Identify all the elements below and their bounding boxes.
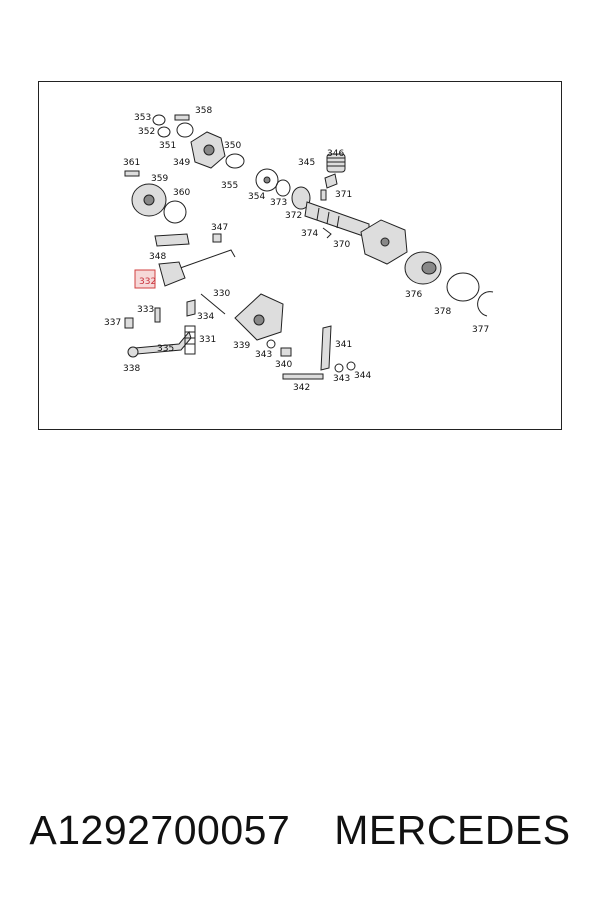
label-346: 346	[327, 149, 344, 159]
label-373: 373	[270, 198, 287, 208]
part-342-bolt	[282, 373, 324, 380]
label-337: 337	[104, 318, 121, 328]
part-332-lever	[158, 261, 186, 287]
label-354: 354	[248, 192, 265, 202]
label-347: 347	[211, 223, 228, 233]
label-358: 358	[195, 106, 212, 116]
part-352-washer	[157, 126, 171, 138]
label-335: 335	[157, 344, 174, 354]
part-333	[154, 307, 161, 323]
label-361: 361	[123, 158, 140, 168]
part-378-ring	[446, 272, 480, 302]
part-331-spring	[184, 325, 196, 355]
label-343-b: 343	[333, 374, 350, 384]
label-333: 333	[137, 305, 154, 315]
label-339: 339	[233, 341, 250, 351]
part-number: A1292700057	[29, 806, 291, 853]
part-350-ring	[225, 153, 245, 169]
part-354-disc	[255, 168, 279, 192]
part-374-clip	[322, 227, 332, 239]
label-370: 370	[333, 240, 350, 250]
label-359: 359	[151, 174, 168, 184]
label-343: 343	[255, 350, 272, 360]
part-361-screw	[124, 170, 140, 177]
label-344: 344	[354, 371, 371, 381]
part-351-ring	[176, 122, 194, 138]
label-342: 342	[293, 383, 310, 393]
label-378: 378	[434, 307, 451, 317]
part-334	[186, 299, 196, 317]
highlight-box-332	[134, 269, 156, 289]
part-343-nut	[266, 339, 276, 349]
label-332: 332	[139, 277, 156, 287]
part-347	[212, 233, 222, 243]
part-371-pin	[320, 189, 327, 201]
part-330-rod	[200, 293, 226, 315]
parts-drawing: 353 358 352 351 350 349 346 345 361 359 …	[104, 106, 494, 393]
label-371: 371	[335, 190, 352, 200]
caption-bar: A1292700057 MERCEDES	[0, 800, 600, 860]
part-358-bolt	[174, 114, 190, 121]
label-341: 341	[335, 340, 352, 350]
label-376: 376	[405, 290, 422, 300]
label-352: 352	[138, 127, 155, 137]
label-345: 345	[298, 158, 315, 168]
exploded-parts-diagram: 353 358 352 351 350 349 346 345 361 359 …	[38, 81, 562, 430]
label-360: 360	[173, 188, 190, 198]
part-348-bracket	[154, 233, 190, 247]
label-372: 372	[285, 211, 302, 221]
label-330: 330	[213, 289, 230, 299]
label-351: 351	[159, 141, 176, 151]
label-338: 338	[123, 364, 140, 374]
label-377: 377	[472, 325, 489, 335]
part-rod	[168, 249, 236, 273]
label-353: 353	[134, 113, 151, 123]
brand-name: MERCEDES	[334, 806, 571, 853]
part-344-nut	[346, 361, 356, 371]
label-331: 331	[199, 335, 216, 345]
part-377-circlip	[477, 291, 494, 317]
label-355: 355	[221, 181, 238, 191]
part-360-plate	[163, 200, 187, 224]
part-341-arm	[320, 325, 332, 371]
label-350: 350	[224, 141, 241, 151]
label-374: 374	[301, 229, 318, 239]
part-373-ring	[275, 179, 291, 197]
part-340	[280, 347, 292, 357]
part-353-washer	[152, 114, 166, 126]
part-338	[127, 346, 139, 358]
label-349: 349	[173, 158, 190, 168]
part-345-gear	[324, 173, 338, 189]
label-340: 340	[275, 360, 292, 370]
part-372-sleeve	[291, 186, 311, 210]
label-334: 334	[197, 312, 214, 322]
label-348: 348	[149, 252, 166, 262]
part-343-nut-2	[334, 363, 344, 373]
part-337	[124, 317, 134, 329]
